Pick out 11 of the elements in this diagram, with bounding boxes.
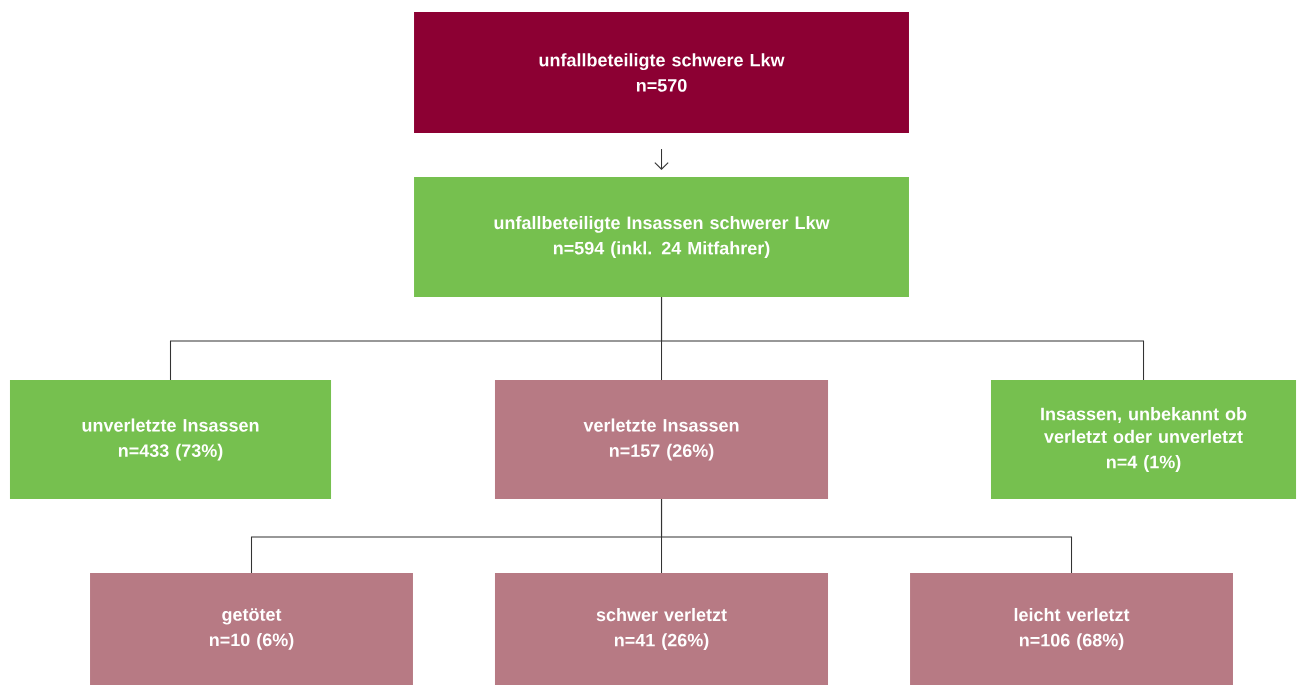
process-box: unfallbeteiligte Insassen schwerer Lkw n=594 (inkl. 24 Mitfahrer) xyxy=(414,177,909,297)
connector xyxy=(660,296,1145,381)
process-box: unfallbeteiligte schwere Lkw n=570 xyxy=(414,11,909,134)
connector xyxy=(660,498,1073,574)
process-box: unverletzte Insassen n=433 (73%) xyxy=(9,380,332,499)
connector xyxy=(654,148,669,170)
process-box: getötet n=10 (6%) xyxy=(90,573,413,685)
process-box: leicht verletzt n=106 (68%) xyxy=(910,573,1233,685)
process-box: verletzte Insassen n=157 (26%) xyxy=(495,380,829,499)
process-box: Insassen, unbekannt ob verletzt oder unverletzt n=4 (1%) xyxy=(991,380,1297,499)
process-box: schwer verletzt n=41 (26%) xyxy=(495,573,829,685)
